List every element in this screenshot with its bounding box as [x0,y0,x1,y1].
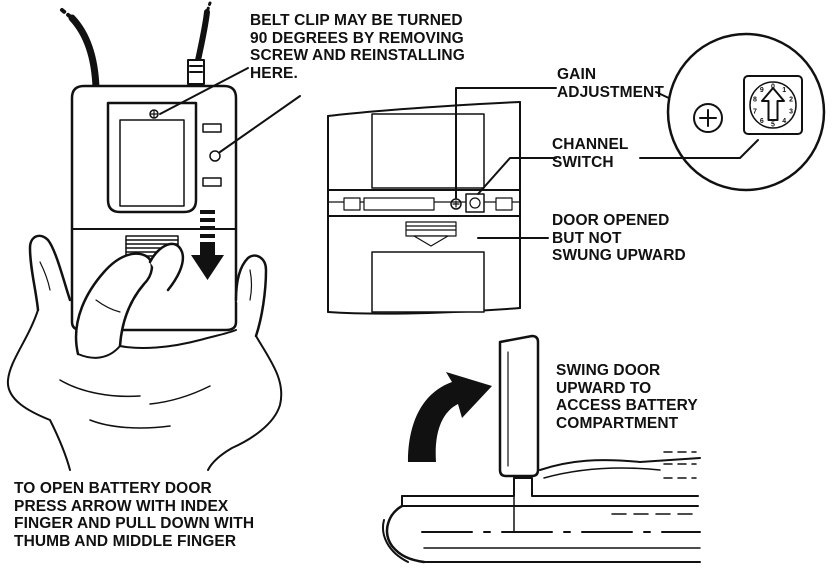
open-door-line-3: FINGER AND PULL DOWN WITH [14,515,255,532]
door-opened-label-line-2: BUT NOT [552,229,622,247]
lower-panel [371,251,485,313]
dial-digit: 3 [789,108,793,115]
channel-label-line-1: CHANNEL [552,136,629,153]
housing-lip [401,495,699,507]
cable-right-tip [205,1,212,14]
slot-upper [202,123,222,133]
dial-digit: 5 [771,122,775,129]
dial-digit: 7 [753,108,757,115]
cable-left-tip [60,8,74,20]
dial-digit: 2 [789,97,793,104]
gain-adjustment-label: GAIN ADJUSTMENT [557,66,664,101]
thumb [148,242,185,292]
clip-screw-icon [149,109,159,119]
hand-transmitter-figure [6,1,301,471]
belt-clip-label-line-3: SCREW AND REINSTALLING [250,47,465,64]
belt-clip-label-line-4: HERE. [250,64,298,82]
door-opened-label-line-1: DOOR OPENED [552,212,670,229]
dial-digit: 8 [753,97,757,104]
gain-label-line-2: ADJUSTMENT [557,83,664,101]
gain-label-line-1: GAIN [557,66,597,83]
channel-dial-small [465,193,485,213]
open-door-line-1: TO OPEN BATTERY DOOR [14,480,212,497]
dial-digit: 4 [782,118,786,125]
dial-digit: 9 [760,87,764,94]
slot-lower [202,177,222,187]
open-door-line-2: PRESS ARROW WITH INDEX [14,497,229,515]
palm-outline [6,309,71,471]
cable-left [68,14,100,92]
housing-top [401,477,699,497]
channel-switch-label: CHANNEL SWITCH [552,136,628,171]
press-arrow-icon [191,210,224,280]
belt-clip-label-line-1: BELT CLIP MAY BE TURNED [250,12,463,29]
belt-clip-leader [159,67,249,115]
belt-clip-label: BELT CLIP MAY BE TURNED 90 DEGREES BY RE… [250,12,465,82]
open-door-panel [498,334,540,478]
belt-clip-inner [119,119,185,207]
dial-digit: 0 [771,84,775,91]
door-opened-label-line-3: SWUNG UPWARD [552,247,686,264]
belt-clip-leader-2 [219,95,301,153]
dial-digit: 6 [760,118,764,125]
swing-door-label-line-4: COMPARTMENT [556,414,679,432]
open-door-instructions: TO OPEN BATTERY DOOR PRESS ARROW WITH IN… [14,480,254,550]
dial-digit: 1 [782,87,786,94]
door-opened-label: DOOR OPENED BUT NOT SWUNG UPWARD [552,212,686,265]
swing-door-label-line-3: ACCESS BATTERY [556,397,698,414]
rotate-arrow-icon [408,372,492,462]
door-swung-figure [382,334,701,564]
door-opened-figure [327,87,691,315]
alt-screw-hole [209,150,221,162]
swing-door-label-line-2: UPWARD TO [556,379,652,397]
belt-clip-label-line-2: 90 DEGREES BY REMOVING [250,29,464,47]
channel-label-line-2: SWITCH [552,153,614,171]
upper-panel [371,113,485,189]
index-finger [74,252,154,356]
swing-door-label-line-1: SWING DOOR [556,362,661,379]
channel-to-circle [639,139,759,159]
door-grip-middle [405,221,457,247]
dial-arrow [761,87,785,121]
gain-leader [455,87,557,199]
housing-curve [385,504,426,564]
battery-cable [539,457,701,471]
left-finger [28,234,72,312]
swing-door-label: SWING DOOR UPWARD TO ACCESS BATTERY COMP… [556,362,698,432]
open-door-line-4: THUMB AND MIDDLE FINGER [14,532,237,550]
channel-leader [477,157,557,195]
